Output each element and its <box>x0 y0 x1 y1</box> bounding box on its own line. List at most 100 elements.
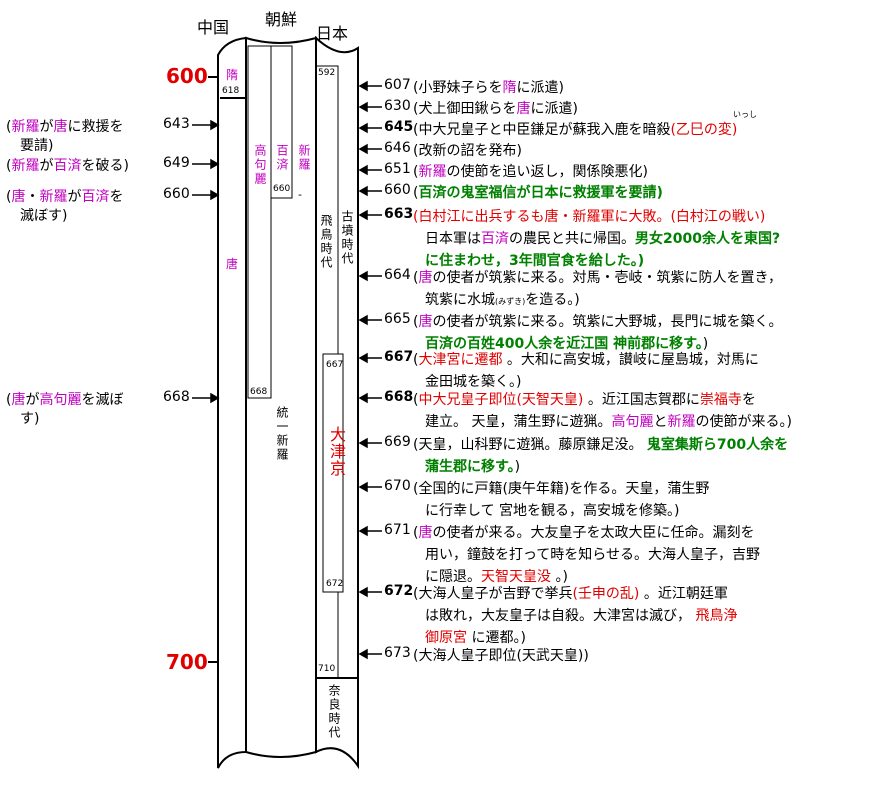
right-event-text: (唐の使者が来る。大友皇子を太政大臣に任命。漏刻を <box>413 522 754 542</box>
korea-silla-dash: - <box>298 188 302 201</box>
korea-goguryeo-end: 668 <box>250 387 268 397</box>
japan-end-year: 710 <box>318 664 336 674</box>
right-event-year: 671 <box>384 522 411 538</box>
right-event-text: 百済の百姓400人余を近江国 神前郡に移す。) <box>425 333 708 353</box>
text-segment: 新羅 <box>418 164 447 180</box>
right-event-text: (大海人皇子即位(天武天皇)) <box>413 645 589 665</box>
right-event-text: (新羅の使節を追い返し，関係険悪化) <box>413 161 648 181</box>
text-segment: 高句麗 <box>39 392 82 408</box>
text-segment: 中大兄皇子即位(天智天皇) <box>418 392 584 408</box>
right-event-text: 御原宮 に遷都。) <box>425 627 526 647</box>
right-event-year: 663 <box>384 206 414 222</box>
text-segment: 百済 <box>81 189 110 205</box>
right-event-year: 672 <box>384 583 414 599</box>
china-sui-label: 隋 <box>226 68 239 82</box>
japan-start-year: 592 <box>318 68 336 78</box>
right-event-year: 646 <box>384 140 411 156</box>
text-segment: (改新の詔を発布) <box>413 143 522 159</box>
right-event-text: (唐の使者が筑紫に来る。筑紫に大野城，長門に城を築く。 <box>413 311 782 331</box>
goguryeo-bar <box>247 45 272 399</box>
right-event-text: (百済の鬼室福信が日本に救援軍を要請) <box>413 182 663 202</box>
ruby-text: いっし <box>733 110 757 119</box>
text-segment: 新羅 <box>667 414 696 430</box>
text-segment: (天皇，山科野に遊猟。藤原鎌足没。 <box>413 437 647 453</box>
left-event-year: 649 <box>163 155 190 171</box>
text-segment: を <box>741 392 756 408</box>
text-segment: ( <box>6 158 12 174</box>
text-segment: (犬上御田鍬らを <box>413 101 517 117</box>
text-segment: が <box>25 392 40 408</box>
text-segment: 唐 <box>11 189 26 205</box>
text-segment: の使者が来る。大友皇子を太政大臣に任命。漏刻を <box>432 525 755 541</box>
text-segment: 筑紫に水城 <box>425 292 495 308</box>
text-segment: が <box>39 158 54 174</box>
header-japan: 日本 <box>316 24 349 43</box>
text-segment: ( <box>413 164 419 180</box>
right-event-year: 665 <box>384 311 411 327</box>
right-event-text: (犬上御田鍬らを唐に派遣) <box>413 98 578 118</box>
text-segment: (みずき) <box>495 297 526 306</box>
text-segment: 唐 <box>516 101 531 117</box>
text-segment: 用い，鐘鼓を打って時を知らせる。大海人皇子，吉野 <box>425 547 761 563</box>
left-event-text-cont: 要請) <box>20 138 54 154</box>
text-segment: ( <box>6 392 12 408</box>
text-segment: に救援を <box>67 119 124 135</box>
text-segment: が <box>39 119 54 135</box>
left-event-text-cont: す) <box>20 411 40 427</box>
text-segment: 。近江国志賀郡に <box>583 392 700 408</box>
text-segment: 天智天皇没 <box>481 569 551 585</box>
text-segment: は敗れ，大友皇子は自殺。大津宮は滅び， <box>425 608 696 624</box>
text-segment: 。) <box>551 569 568 585</box>
text-segment: ( <box>6 119 12 135</box>
left-event-text: (唐・新羅が百済を <box>6 186 123 206</box>
text-segment: 百済の百姓400人余を近江国 神前郡に移す。 <box>425 336 703 352</box>
right-event-year: 607 <box>384 77 411 93</box>
left-event-year: 668 <box>163 389 190 405</box>
text-segment: (乙巳の変) <box>670 122 738 138</box>
text-segment: に行幸して 宮地を観る，高安城を修築。) <box>425 503 680 519</box>
text-segment: 百済の鬼室福信が日本に救援軍を要請) <box>418 185 663 201</box>
text-segment: (中大兄皇子と中臣鎌足が蘇我入鹿を暗殺 <box>413 122 671 138</box>
text-segment: 建立。 天皇，蒲生野に遊猟。 <box>425 414 612 430</box>
text-segment: (全国的に戸籍(庚午年籍)を作る。天皇，蒲生野 <box>413 481 710 497</box>
right-event-year: 673 <box>384 645 411 661</box>
right-event-text: 用い，鐘鼓を打って時を知らせる。大海人皇子，吉野 <box>425 544 760 564</box>
text-segment: (大海人皇子即位(天武天皇)) <box>413 648 589 664</box>
text-segment: に派遣) <box>530 101 578 117</box>
header-korea: 朝鮮 <box>265 10 298 29</box>
text-segment: 飛鳥浄 <box>695 608 738 624</box>
china-tang-label: 唐 <box>226 257 239 271</box>
text-segment: ) <box>702 336 709 352</box>
right-event-text: (改新の詔を発布) <box>413 140 522 160</box>
right-event-text: (中大兄皇子と中臣鎌足が蘇我入鹿を暗殺(乙巳の変) <box>413 119 737 139</box>
right-event-year: 667 <box>384 349 414 365</box>
left-event-text: (唐が高句麗を滅ぼ <box>6 389 123 409</box>
text-segment: ( <box>413 525 419 541</box>
right-event-text: (白村江に出兵するも唐・新羅軍に大敗。(白村江の戦い) <box>413 206 765 226</box>
year-700: 700 <box>166 650 208 674</box>
japan-asuka-label: 飛鳥時代 <box>319 214 333 270</box>
korea-goguryeo-label: 高句麗 <box>253 144 267 186</box>
text-segment: の使者が筑紫に来る。対馬・壱岐・筑紫に防人を置き， <box>432 270 783 286</box>
right-event-text: は敗れ，大友皇子は自殺。大津宮は滅び， 飛鳥浄 <box>425 605 737 625</box>
text-segment: ) <box>514 459 521 475</box>
right-event-year: 664 <box>384 267 411 283</box>
right-event-text: (天皇，山科野に遊猟。藤原鎌足没。 鬼室集斯ら700人余を <box>413 434 788 454</box>
left-event-year: 660 <box>163 186 190 202</box>
text-segment: の農民と共に帰国。 <box>509 231 635 247</box>
right-event-year: 660 <box>384 182 411 198</box>
text-segment: 新羅 <box>11 158 40 174</box>
text-segment: ・ <box>25 189 40 205</box>
text-segment: を滅ぼ <box>81 392 124 408</box>
text-segment: を造る。) <box>525 292 580 308</box>
right-event-text: 蒲生郡に移す。) <box>425 456 520 476</box>
text-segment: ( <box>413 185 419 201</box>
text-segment: 百済 <box>481 231 509 247</box>
text-segment: ( <box>413 352 419 368</box>
text-segment: に派遣) <box>516 80 564 96</box>
right-event-text: (中大兄皇子即位(天智天皇) 。近江国志賀郡に崇福寺を <box>413 389 756 409</box>
right-event-year: 630 <box>384 98 411 114</box>
year-600: 600 <box>166 64 208 88</box>
text-segment: ( <box>413 314 419 330</box>
